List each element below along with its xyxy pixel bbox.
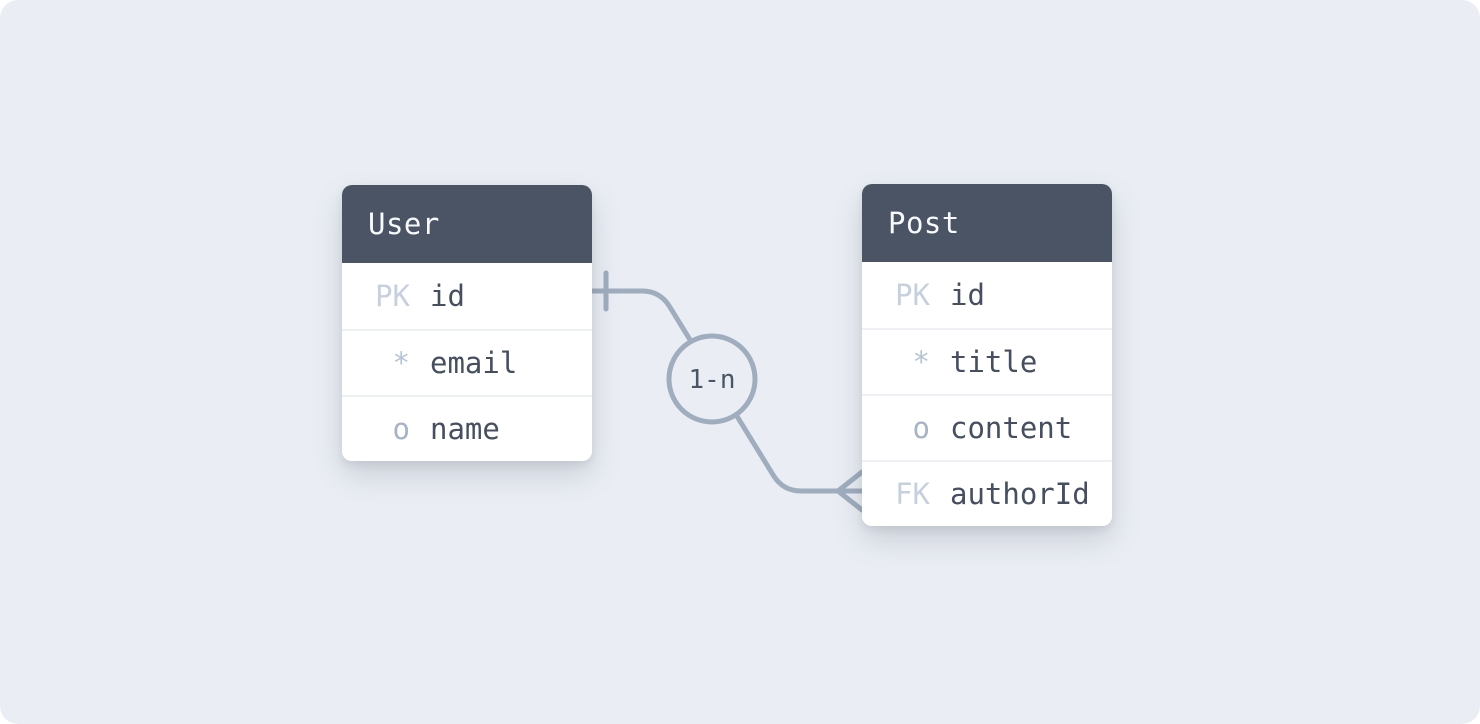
field-name: content bbox=[950, 411, 1073, 445]
user-table-header: User bbox=[342, 185, 592, 263]
field-row-post-id: PK id bbox=[862, 262, 1112, 328]
relationship-circle[interactable] bbox=[666, 333, 758, 425]
post-table-title: Post bbox=[888, 206, 960, 240]
field-name: id bbox=[430, 279, 465, 313]
field-name: authorId bbox=[950, 477, 1090, 511]
required-badge: * bbox=[392, 346, 410, 380]
field-row-post-title: * title bbox=[862, 328, 1112, 394]
post-table-header: Post bbox=[862, 184, 1112, 262]
optional-badge: o bbox=[912, 411, 930, 445]
field-name: id bbox=[950, 278, 985, 312]
user-table-rows: PK id * email o name bbox=[342, 263, 592, 461]
post-table[interactable]: Post PK id * title o content FK authorId bbox=[862, 184, 1112, 526]
foreign-key-badge: FK bbox=[895, 477, 930, 511]
field-row-user-name: o name bbox=[342, 395, 592, 461]
field-name: name bbox=[430, 412, 500, 446]
field-row-user-id: PK id bbox=[342, 263, 592, 329]
field-row-user-email: * email bbox=[342, 329, 592, 395]
primary-key-badge: PK bbox=[895, 278, 930, 312]
field-name: title bbox=[950, 345, 1038, 379]
post-table-rows: PK id * title o content FK authorId bbox=[862, 262, 1112, 526]
primary-key-badge: PK bbox=[375, 279, 410, 313]
user-table-title: User bbox=[368, 207, 440, 241]
many-marker-icon bbox=[835, 469, 865, 513]
relationship-label: 1-n bbox=[689, 365, 736, 395]
field-row-post-authorid: FK authorId bbox=[862, 460, 1112, 526]
required-badge: * bbox=[912, 345, 930, 379]
field-row-post-content: o content bbox=[862, 394, 1112, 460]
optional-badge: o bbox=[392, 412, 410, 446]
user-table[interactable]: User PK id * email o name bbox=[342, 185, 592, 461]
field-name: email bbox=[430, 346, 518, 380]
